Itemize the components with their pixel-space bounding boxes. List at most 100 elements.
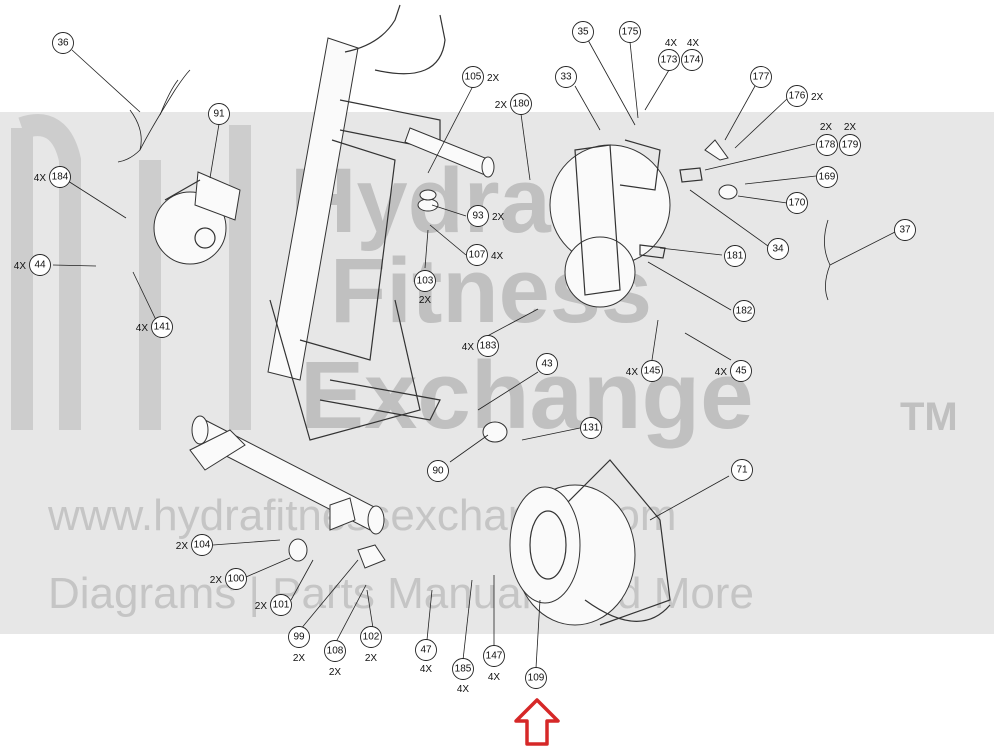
highlight-arrow-109 [514, 698, 560, 746]
callout-quantity: 2X [419, 295, 432, 306]
callout-circle [839, 134, 861, 156]
callout-number: 147 [486, 651, 503, 662]
callout-number: 145 [644, 366, 661, 377]
callout-number: 183 [480, 341, 497, 352]
callout-quantity: 2X [176, 541, 189, 552]
callout-circle [452, 658, 474, 680]
callout-number: 91 [213, 109, 225, 120]
callout-number: 141 [154, 322, 171, 333]
callout-quantity: 2X [365, 653, 378, 664]
watermark-tagline: Diagrams | Parts Manuals And More [48, 569, 754, 618]
callout-number: 185 [455, 664, 472, 675]
callout-circle [467, 205, 489, 227]
callout-number: 178 [819, 140, 836, 151]
callout-number: 34 [772, 244, 784, 255]
callout-175: 175 [619, 21, 641, 43]
callout-183: 183 4X [462, 335, 499, 357]
callout-number: 180 [513, 99, 530, 110]
callout-number: 43 [541, 359, 553, 370]
callout-number: 35 [577, 27, 589, 38]
callout-quantity: 2X [329, 667, 342, 678]
callout-100: 100 2X [210, 568, 247, 590]
callout-circle [733, 300, 755, 322]
callout-number: 105 [465, 72, 482, 83]
callout-circle [525, 667, 547, 689]
callout-109: 109 [525, 667, 547, 689]
callout-number: 109 [528, 673, 545, 684]
callout-number: 108 [327, 646, 344, 657]
callout-quantity: 2X [495, 100, 508, 111]
callout-quantity: 4X [715, 367, 728, 378]
callout-circle [427, 460, 449, 482]
callout-circle [681, 49, 703, 71]
callout-number: 103 [417, 276, 434, 287]
callout-circle [641, 360, 663, 382]
callout-circle [730, 360, 752, 382]
callout-number: 174 [684, 55, 701, 66]
callout-number: 104 [194, 540, 211, 551]
callout-quantity: 4X [488, 672, 501, 683]
callout-quantity: 4X [420, 664, 433, 675]
callout-quantity: 2X [820, 122, 833, 133]
callout-circle [466, 244, 488, 266]
callout-quantity: 4X [34, 173, 47, 184]
callout-quantity: 2X [811, 92, 824, 103]
callout-circle [477, 335, 499, 357]
callout-182: 182 [733, 300, 755, 322]
callout-circle [658, 49, 680, 71]
callout-number: 100 [228, 574, 245, 585]
pulley-91 [153, 171, 241, 265]
callout-103: 103 2X [414, 270, 436, 306]
callout-number: 33 [560, 72, 572, 83]
callout-36: 36 [52, 32, 74, 54]
callout-number: 45 [735, 366, 747, 377]
callout-91: 91 [208, 103, 230, 125]
callout-107: 107 4X [466, 244, 504, 266]
callout-131: 131 [580, 417, 602, 439]
callout-43: 43 [536, 353, 558, 375]
callout-quantity: 4X [462, 342, 475, 353]
callout-33: 33 [555, 66, 577, 88]
wheel-109 [509, 486, 581, 604]
callout-circle [786, 192, 808, 214]
callout-number: 179 [842, 140, 859, 151]
callout-number: 71 [736, 465, 748, 476]
callout-quantity: 4X [491, 251, 504, 262]
callout-circle [191, 534, 213, 556]
callout-circle [208, 103, 230, 125]
callout-quantity: 4X [626, 367, 639, 378]
callout-71: 71 [731, 459, 753, 481]
callout-174: 174 4X [681, 38, 703, 71]
wire-36 [117, 69, 191, 163]
leader-lines [52, 39, 896, 669]
small-parts [288, 139, 831, 569]
callout-circle [288, 626, 310, 648]
callout-circle [510, 93, 532, 115]
callout-circle [580, 417, 602, 439]
callout-170: 170 [786, 192, 808, 214]
callout-number: 169 [819, 172, 836, 183]
callout-35: 35 [572, 21, 594, 43]
callout-quantity: 2X [210, 575, 223, 586]
callout-147: 147 4X [483, 645, 505, 683]
callout-quantity: 4X [687, 38, 700, 49]
callout-circle [483, 645, 505, 667]
callout-circle [49, 166, 71, 188]
callout-number: 175 [622, 27, 639, 38]
callout-number: 177 [753, 72, 770, 83]
callout-178: 178 2X [816, 122, 838, 156]
callout-number: 181 [727, 251, 744, 262]
callout-circle [816, 166, 838, 188]
callout-quantity: 4X [457, 684, 470, 695]
callout-number: 107 [469, 250, 486, 261]
callout-circle [816, 134, 838, 156]
callout-177: 177 [750, 66, 772, 88]
